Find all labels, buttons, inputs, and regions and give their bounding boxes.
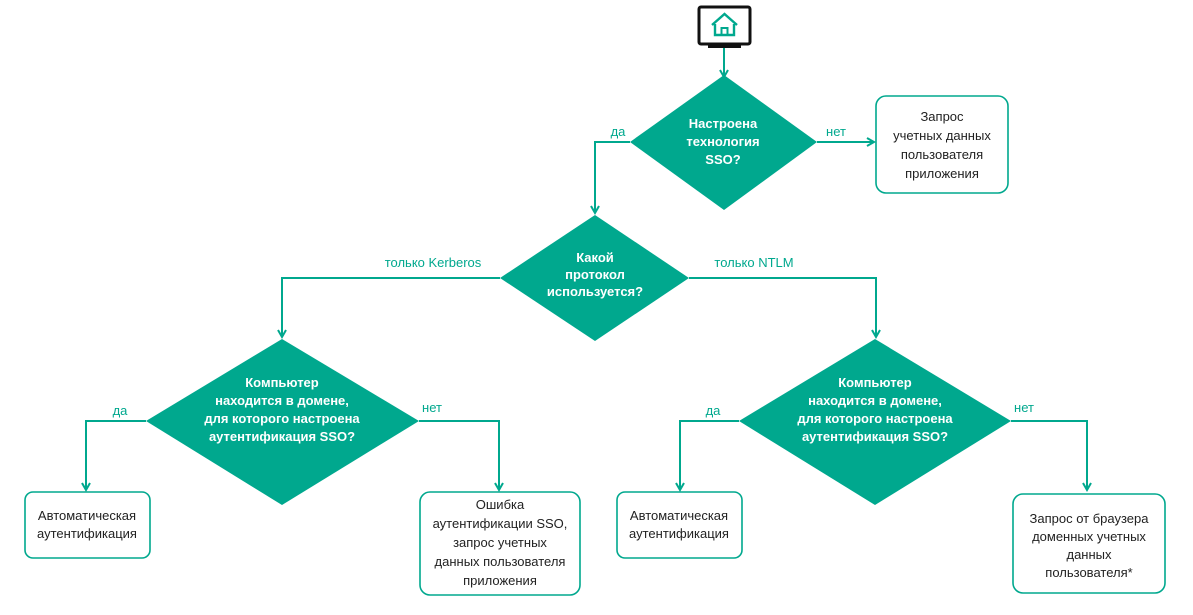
result-browser-credentials-line-3: данных — [1066, 547, 1112, 562]
decision-domain-right-line-3: для которого настроена — [797, 411, 953, 426]
result-sso-error: Ошибка аутентификации SSO, запрос учетны… — [419, 491, 581, 596]
result-sso-error-line-2: аутентификации SSO, — [433, 516, 568, 531]
edge-label-kerberos: только Kerberos — [385, 255, 482, 270]
edge-label-sso-yes: да — [611, 124, 627, 139]
result-app-credentials: Запрос учетных данных пользователя прило… — [875, 95, 1009, 194]
result-app-credentials-line-2: учетных данных — [893, 128, 991, 143]
edge-ntlm — [689, 277, 876, 337]
edge-left-no — [419, 420, 499, 490]
result-auto-right: Автоматическая аутентификация — [616, 491, 743, 559]
decision-domain-left-line-3: для которого настроена — [204, 411, 360, 426]
edge-label-left-no: нет — [422, 400, 442, 415]
decision-domain-right-line-1: Компьютер — [838, 375, 912, 390]
edge-sso-yes — [595, 141, 630, 213]
connectors — [86, 48, 1087, 490]
edge-label-sso-no: нет — [826, 124, 846, 139]
edge-left-yes — [86, 420, 146, 490]
decision-domain-right: Компьютер находится в домене, для которо… — [739, 339, 1011, 505]
decision-domain-right-line-2: находится в домене, — [808, 393, 942, 408]
result-sso-error-line-5: приложения — [463, 573, 537, 588]
result-app-credentials-line-4: приложения — [905, 166, 979, 181]
decision-protocol-line-1: Какой — [576, 250, 614, 265]
edge-right-yes — [680, 420, 739, 490]
result-app-credentials-line-3: пользователя — [901, 147, 983, 162]
decision-protocol: Какой протокол используется? — [500, 215, 689, 341]
decision-domain-left-line-2: находится в домене, — [215, 393, 349, 408]
edge-label-right-no: нет — [1014, 400, 1034, 415]
edge-label-ntlm: только NTLM — [714, 255, 793, 270]
result-app-credentials-line-1: Запрос — [920, 109, 964, 124]
decision-sso-line-2: технология — [686, 134, 759, 149]
result-browser-credentials: Запрос от браузера доменных учетных данн… — [1012, 493, 1166, 594]
result-auto-right-line-2: аутентификация — [629, 526, 729, 541]
edge-kerberos — [282, 277, 500, 337]
result-sso-error-line-3: запрос учетных — [453, 535, 547, 550]
decision-sso-line-3: SSO? — [705, 152, 740, 167]
result-auto-left-line-1: Автоматическая — [38, 508, 136, 523]
result-sso-error-line-4: данных пользователя — [435, 554, 566, 569]
decision-domain-left-line-4: аутентификация SSO? — [209, 429, 355, 444]
decision-protocol-line-2: протокол — [565, 267, 625, 282]
result-browser-credentials-line-2: доменных учетных — [1032, 529, 1146, 544]
decision-domain-left-line-1: Компьютер — [245, 375, 319, 390]
decision-domain-left: Компьютер находится в домене, для которо… — [146, 339, 419, 505]
decision-domain-right-line-4: аутентификация SSO? — [802, 429, 948, 444]
decision-sso: Настроена технология SSO? — [630, 75, 817, 210]
result-sso-error-line-1: Ошибка — [476, 497, 525, 512]
decision-sso-line-1: Настроена — [689, 116, 758, 131]
result-browser-credentials-line-4: пользователя* — [1045, 565, 1132, 580]
decision-protocol-line-3: используется? — [547, 284, 643, 299]
edge-label-right-yes: да — [706, 403, 722, 418]
result-auto-left-line-2: аутентификация — [37, 526, 137, 541]
result-auto-right-line-1: Автоматическая — [630, 508, 728, 523]
monitor-home-icon — [697, 5, 752, 48]
edge-label-left-yes: да — [113, 403, 129, 418]
result-browser-credentials-line-1: Запрос от браузера — [1030, 511, 1150, 526]
result-auto-left: Автоматическая аутентификация — [24, 491, 151, 559]
edge-right-no — [1011, 420, 1087, 490]
